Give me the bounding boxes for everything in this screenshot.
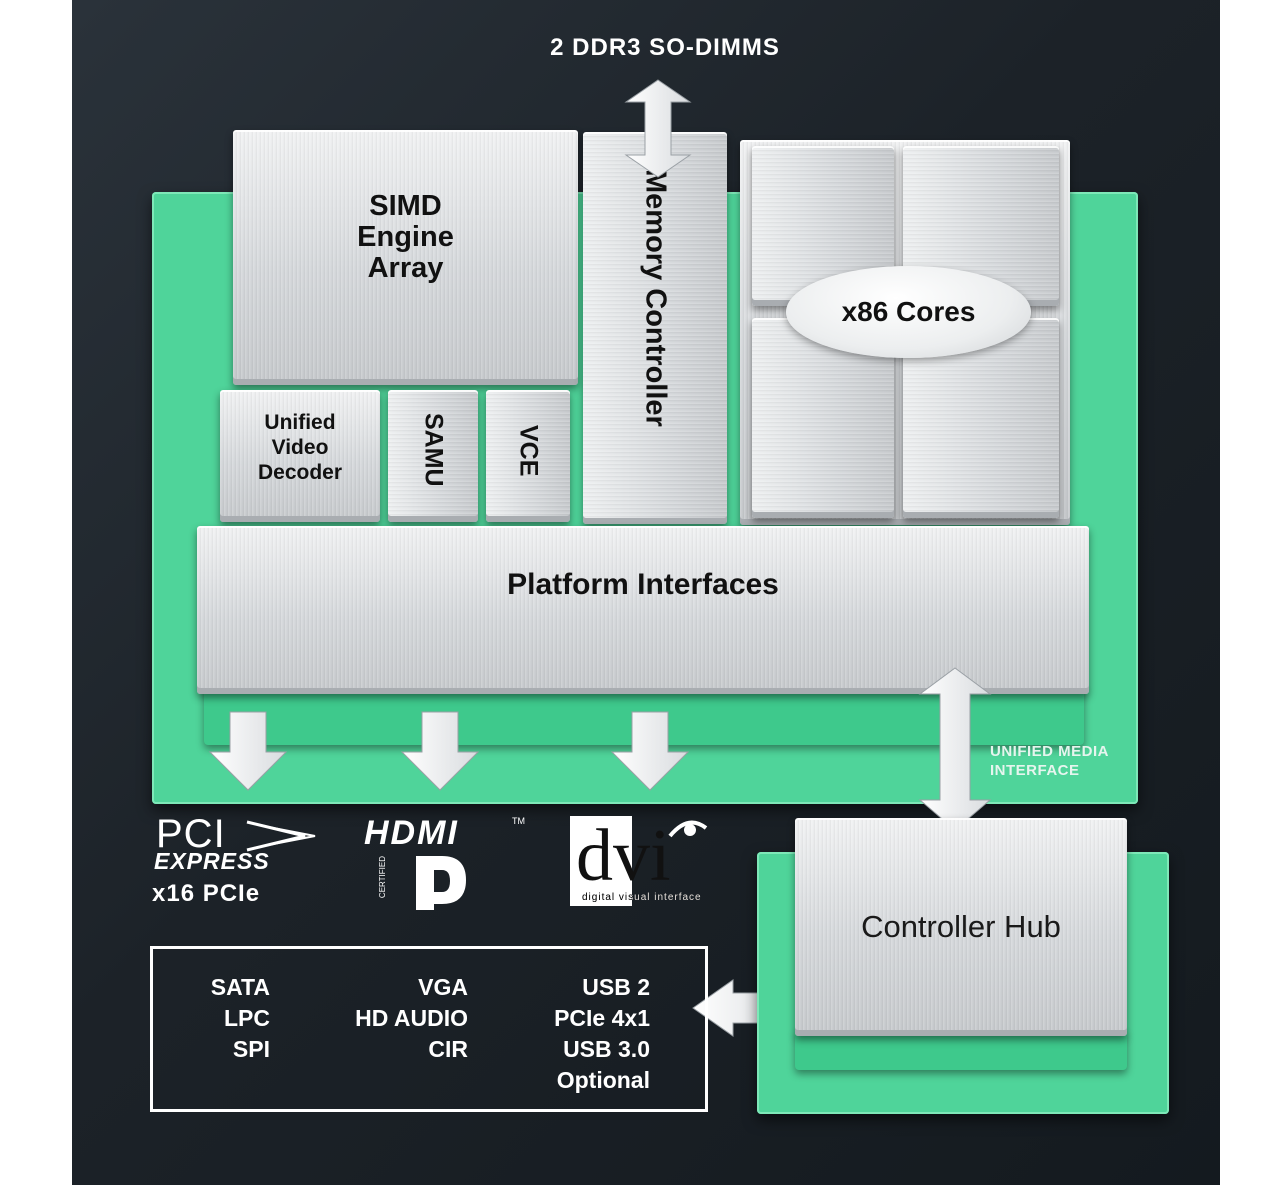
controller-hub-pcb-inner (795, 1030, 1127, 1070)
simd-engine-array-block: SIMD Engine Array (233, 130, 578, 385)
dvi-box (570, 816, 632, 906)
samu-block: SAMU (388, 390, 478, 522)
uvd-label: Unified Video Decoder (257, 410, 343, 484)
io-item: SATA (210, 974, 270, 1000)
io-item: CIR (428, 1036, 468, 1062)
hdmi-down-arrow (400, 711, 480, 791)
simd-label: SIMD Engine Array (357, 190, 454, 284)
io-item: Optional (556, 1067, 650, 1093)
io-item: SPI (232, 1036, 270, 1062)
ddr3-double-arrow (624, 79, 692, 178)
dvi-down-arrow (610, 711, 690, 791)
io-item: LPC (224, 1005, 270, 1031)
pci-express-logo: PCI EXPRESS x16 PCIe (150, 810, 350, 910)
io-item: USB 3.0 (563, 1036, 650, 1062)
controller-hub-label: Controller Hub (861, 909, 1061, 944)
io-interfaces-box (150, 946, 708, 1112)
umi-label: UNIFIED MEDIA INTERFACE (990, 743, 1109, 779)
dvi-white-text-overlay (632, 816, 642, 896)
io-column-1: SATA LPC SPI (170, 972, 270, 1065)
controller-hub-block: Controller Hub (795, 818, 1127, 1036)
pcie-caption: x16 PCIe (152, 880, 261, 907)
dvi-logo: dvi digital visual interface (570, 812, 740, 908)
samu-label: SAMU (419, 413, 448, 487)
hdmi-tm: TM (512, 816, 525, 826)
ddr3-label: 2 DDR3 SO-DIMMS (550, 34, 780, 61)
memory-controller-label: Memory Controller (639, 169, 672, 427)
io-column-2: VGA HD AUDIO CIR (300, 972, 468, 1065)
platform-interfaces-block: Platform Interfaces (197, 526, 1089, 694)
vce-block: VCE (486, 390, 570, 522)
pci-text: PCI (156, 812, 226, 856)
x86-cores-label: x86 Cores (841, 296, 976, 327)
dp-certified-text: CERTIFIED (378, 856, 387, 899)
io-item: USB 2 (582, 974, 650, 1000)
io-item: HD AUDIO (355, 1005, 468, 1031)
io-column-3: USB 2 PCIe 4x1 USB 3.0 Optional (500, 972, 650, 1096)
pci-chevron-icon (246, 820, 316, 852)
io-item: PCIe 4x1 (554, 1005, 650, 1031)
hdmi-displayport-logo: HDMI TM CERTIFIED (362, 812, 537, 912)
memory-controller-block: Memory Controller (583, 132, 727, 524)
x86-cores-badge: x86 Cores (786, 266, 1031, 358)
displayport-icon (416, 856, 466, 910)
vce-label: VCE (514, 425, 543, 477)
dvi-eye-icon (668, 820, 708, 838)
dvi-text: dvi (576, 815, 671, 897)
hdmi-text: HDMI (364, 814, 459, 852)
platform-interfaces-label: Platform Interfaces (507, 568, 779, 601)
pcie-down-arrow (208, 711, 288, 791)
io-item: VGA (418, 974, 468, 1000)
umi-double-arrow (918, 667, 992, 831)
express-text: EXPRESS (154, 848, 270, 874)
dvi-caption: digital visual interface (582, 892, 702, 903)
uvd-block: Unified Video Decoder (220, 390, 380, 522)
